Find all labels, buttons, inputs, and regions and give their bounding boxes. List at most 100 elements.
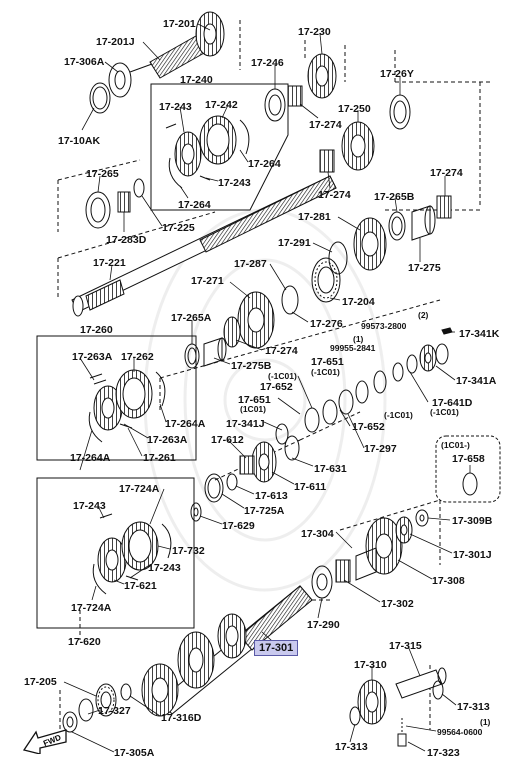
callout-17-652a[interactable]: 17-652 [260, 381, 293, 393]
callout-17-304[interactable]: 17-304 [301, 528, 334, 540]
washer-17-305A [62, 711, 78, 733]
callout-17-641D[interactable]: 17-641D [432, 397, 473, 409]
callout-17-275[interactable]: 17-275 [408, 262, 441, 274]
shaft-17-315 [395, 667, 447, 699]
callout-17-621[interactable]: 17-621 [124, 580, 157, 592]
callout-17-613[interactable]: 17-613 [255, 490, 288, 502]
callout-17-629[interactable]: 17-629 [222, 520, 255, 532]
callout-17-620[interactable]: 17-620 [68, 636, 101, 648]
callout-17-265A[interactable]: 17-265A [171, 312, 212, 324]
callout-17-243c[interactable]: 17-243 [73, 500, 106, 512]
callout-c1C01e[interactable]: (-1C01) [384, 410, 413, 420]
callout-17-201J[interactable]: 17-201J [96, 36, 135, 48]
callout-17-274d[interactable]: 17-274 [265, 345, 298, 357]
gear-17-301J [395, 516, 413, 544]
callout-17-243a[interactable]: 17-243 [159, 101, 192, 113]
callout-17-302[interactable]: 17-302 [381, 598, 414, 610]
callout-17-724Ab[interactable]: 17-724A [71, 602, 112, 614]
callout-17-225[interactable]: 17-225 [162, 222, 195, 234]
callout-17-316D[interactable]: 17-316D [161, 712, 202, 724]
callout-17-290[interactable]: 17-290 [307, 619, 340, 631]
callout-99955-2841[interactable]: 99955-2841 [330, 343, 376, 353]
callout-c1C01a[interactable]: (-1C01) [268, 371, 297, 381]
callout-17-658[interactable]: 17-658 [452, 453, 485, 465]
callout-17-26Y[interactable]: 17-26Y [380, 68, 414, 80]
callout-17-310[interactable]: 17-310 [354, 659, 387, 671]
callout-17-204[interactable]: 17-204 [342, 296, 375, 308]
callout-1C01[interactable]: (1C01-) [441, 440, 470, 450]
callout-q1a[interactable]: (1) [353, 334, 364, 344]
callout-17-651a[interactable]: 17-651 [311, 356, 344, 368]
callout-17-260[interactable]: 17-260 [80, 324, 113, 336]
callout-17-261[interactable]: 17-261 [143, 452, 176, 464]
callout-99573-2800[interactable]: 99573-2800 [361, 321, 407, 331]
callout-17-287[interactable]: 17-287 [234, 258, 267, 270]
synchro-assembly-17-620 [92, 513, 172, 595]
callout-17-250[interactable]: 17-250 [338, 103, 371, 115]
callout-17-274c[interactable]: 17-274 [430, 167, 463, 179]
callout-17-205[interactable]: 17-205 [24, 676, 57, 688]
callout-17-264a[interactable]: 17-264 [248, 158, 281, 170]
synchro-17-265B [388, 211, 406, 241]
callout-17-243d[interactable]: 17-243 [148, 562, 181, 574]
callout-17-283D[interactable]: 17-283D [106, 234, 147, 246]
callout-17-313a[interactable]: 17-313 [457, 701, 490, 713]
callout-17-10AK[interactable]: 17-10AK [58, 135, 101, 147]
callout-17-651b[interactable]: 17-651 [238, 394, 271, 406]
callout-17-308[interactable]: 17-308 [432, 575, 465, 587]
callout-17-291[interactable]: 17-291 [278, 237, 311, 249]
callout-17-327[interactable]: 17-327 [98, 705, 131, 717]
fwd-arrow-icon: FWD [22, 729, 67, 754]
callout-c1C01c[interactable]: (1C01) [240, 404, 266, 414]
callout-17-274a[interactable]: 17-274 [309, 119, 342, 131]
callout-17-275B[interactable]: 17-275B [231, 360, 272, 372]
callout-17-221[interactable]: 17-221 [93, 257, 126, 269]
callout-17-732[interactable]: 17-732 [172, 545, 205, 557]
callout-c1C01d[interactable]: (-1C01) [430, 407, 459, 417]
callout-17-265B[interactable]: 17-265B [374, 191, 415, 203]
callout-17-612[interactable]: 17-612 [211, 434, 244, 446]
callout-17-271[interactable]: 17-271 [191, 275, 224, 287]
callout-17-611[interactable]: 17-611 [294, 481, 327, 493]
callout-17-297[interactable]: 17-297 [364, 443, 397, 455]
gear-17-250 [341, 121, 375, 171]
callout-17-262[interactable]: 17-262 [121, 351, 154, 363]
callout-17-264A[interactable]: 17-264A [165, 418, 206, 430]
callout-17-264Ab[interactable]: 17-264A [70, 452, 111, 464]
callout-17-264b[interactable]: 17-264 [178, 199, 211, 211]
callout-17-242[interactable]: 17-242 [205, 99, 238, 111]
callout-17-313b[interactable]: 17-313 [335, 741, 368, 753]
callout-17-724Aa[interactable]: 17-724A [119, 483, 160, 495]
callout-17-265[interactable]: 17-265 [86, 168, 119, 180]
callout-17-305A[interactable]: 17-305A [114, 747, 155, 759]
callout-17-263Ab[interactable]: 17-263A [147, 434, 188, 446]
callout-17-274b[interactable]: 17-274 [318, 189, 351, 201]
callout-17-652b[interactable]: 17-652 [352, 421, 385, 433]
callout-17-230[interactable]: 17-230 [298, 26, 331, 38]
callout-q2[interactable]: (2) [418, 310, 429, 320]
callout-q1b[interactable]: (1) [480, 717, 491, 727]
callout-17-341J[interactable]: 17-341J [226, 418, 265, 430]
callout-17-309B[interactable]: 17-309B [452, 515, 493, 527]
snap-rings-17-651-652 [304, 370, 387, 433]
callout-17-323[interactable]: 17-323 [427, 747, 460, 759]
callout-17-315[interactable]: 17-315 [389, 640, 422, 652]
callout-17-263A[interactable]: 17-263A [72, 351, 113, 363]
callout-17-631[interactable]: 17-631 [314, 463, 347, 475]
callout-17-281[interactable]: 17-281 [298, 211, 331, 223]
callout-17-301J[interactable]: 17-301J [453, 549, 492, 561]
callout-17-725A[interactable]: 17-725A [244, 505, 285, 517]
callout-17-240[interactable]: 17-240 [180, 74, 213, 86]
callout-17-276[interactable]: 17-276 [310, 318, 343, 330]
callout-17-246[interactable]: 17-246 [251, 57, 284, 69]
callout-17-306A[interactable]: 17-306A [64, 56, 105, 68]
callout-17-243b[interactable]: 17-243 [218, 177, 251, 189]
callout-99564-0600[interactable]: 99564-0600 [437, 727, 483, 737]
callout-c1C01b[interactable]: (-1C01) [311, 367, 340, 377]
callout-17-341A[interactable]: 17-341A [456, 375, 497, 387]
callout-17-341K[interactable]: 17-341K [459, 328, 500, 340]
highlighted-part-17-301[interactable]: 17-301 [254, 640, 299, 656]
sleeve-17-275 [411, 205, 436, 241]
ring-17-26Y [389, 94, 411, 130]
callout-17-201[interactable]: 17-201 [163, 18, 196, 30]
